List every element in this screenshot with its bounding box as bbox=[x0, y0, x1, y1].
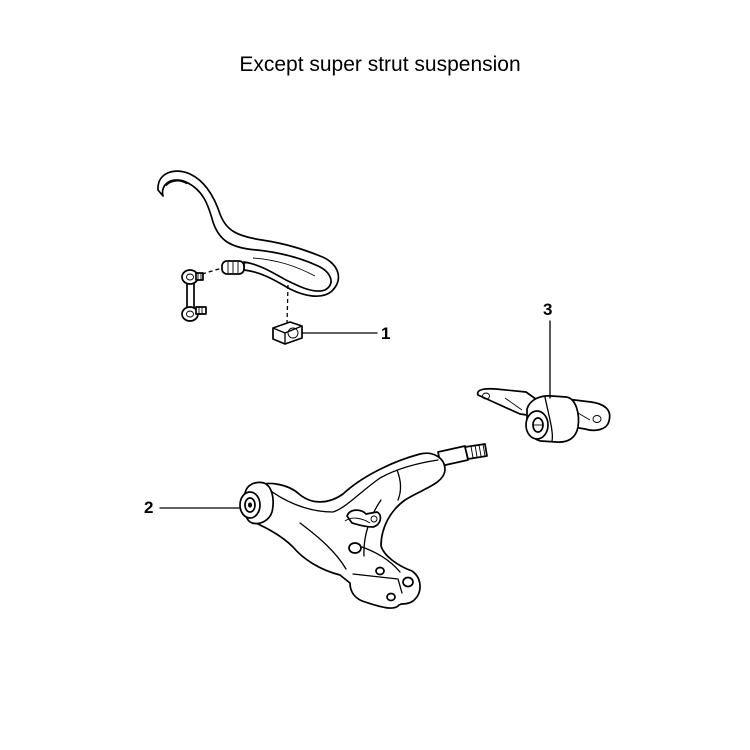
lower-arm-rear-bushing bbox=[476, 387, 611, 443]
stabilizer-bar bbox=[157, 170, 340, 298]
assembly-line bbox=[201, 267, 223, 275]
assembly-line bbox=[286, 284, 289, 325]
page-title: Except super strut suspension bbox=[239, 53, 521, 76]
lower-control-arm bbox=[239, 443, 488, 609]
stabilizer-link bbox=[181, 269, 207, 322]
callout-label-1: 1 bbox=[381, 324, 391, 343]
callout-label-2: 2 bbox=[144, 498, 154, 517]
stabilizer-bushing bbox=[272, 321, 303, 345]
callout-label-3: 3 bbox=[543, 300, 553, 319]
